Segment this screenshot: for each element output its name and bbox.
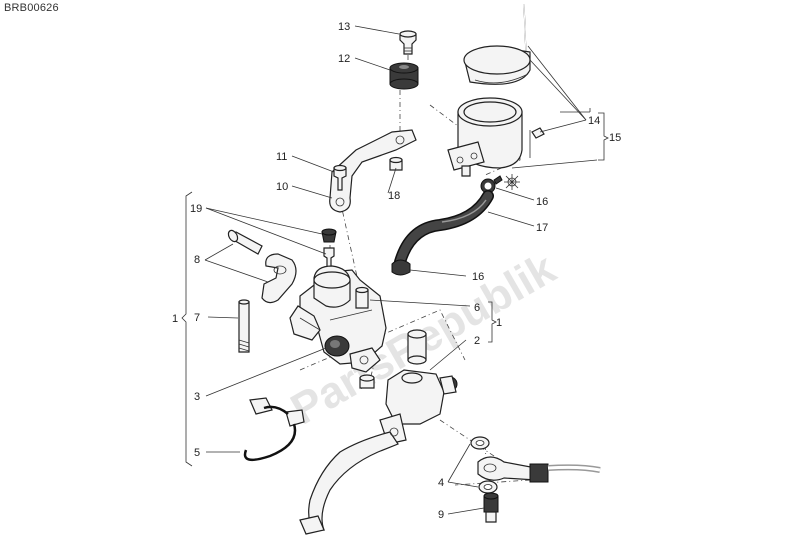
callout-2: 2	[474, 335, 480, 347]
callout-1-right: 1	[496, 317, 502, 329]
part-9-banjo-bolt	[483, 492, 499, 523]
callout-9: 9	[438, 509, 444, 521]
callout-12: 12	[338, 53, 350, 65]
callouts: 13 12 14 15 11 18 10 16 19 17 8 16 6 1 7…	[172, 21, 621, 521]
leader-lines	[181, 25, 609, 515]
part-16-clamp-upper	[480, 174, 520, 194]
part-13-screw	[399, 30, 417, 55]
part-11-screw	[333, 164, 347, 191]
part-4-washers	[470, 436, 601, 494]
callout-10: 10	[276, 181, 288, 193]
part-10-bracket	[329, 129, 417, 213]
part-5-switch	[243, 397, 305, 462]
callout-1-left: 1	[172, 313, 178, 325]
part-18-nut	[389, 156, 403, 171]
part-12-bushing	[389, 62, 419, 90]
callout-15: 15	[609, 132, 621, 144]
callout-14: 14	[588, 115, 600, 127]
part-15-reservoir	[447, 97, 545, 177]
part-14-reservoir-cap	[463, 3, 531, 85]
callout-5: 5	[194, 447, 200, 459]
part-6-screw	[359, 374, 375, 389]
part-7-pin	[238, 299, 250, 353]
callout-13: 13	[338, 21, 350, 33]
part-2-sleeve	[407, 329, 427, 365]
callout-7: 7	[194, 312, 200, 324]
callout-3: 3	[194, 391, 200, 403]
callout-19: 19	[190, 203, 202, 215]
part-17-hose	[394, 190, 494, 268]
callout-8: 8	[194, 254, 200, 266]
callout-6: 6	[474, 302, 480, 314]
callout-11: 11	[276, 151, 287, 163]
brake-lever	[299, 369, 458, 535]
part-8-clamp	[227, 229, 297, 304]
part-3-boot	[324, 335, 350, 357]
callout-4: 4	[438, 477, 444, 489]
diagram-code: BRB00626	[4, 2, 59, 14]
callout-18: 18	[388, 190, 400, 202]
part-16-clamp-lower	[391, 259, 411, 276]
callout-16-lower: 16	[472, 271, 484, 283]
callout-17: 17	[536, 222, 548, 234]
callout-16-upper: 16	[536, 196, 548, 208]
master-cylinder-body	[289, 265, 387, 373]
part-19-bleed-valve	[321, 228, 337, 271]
